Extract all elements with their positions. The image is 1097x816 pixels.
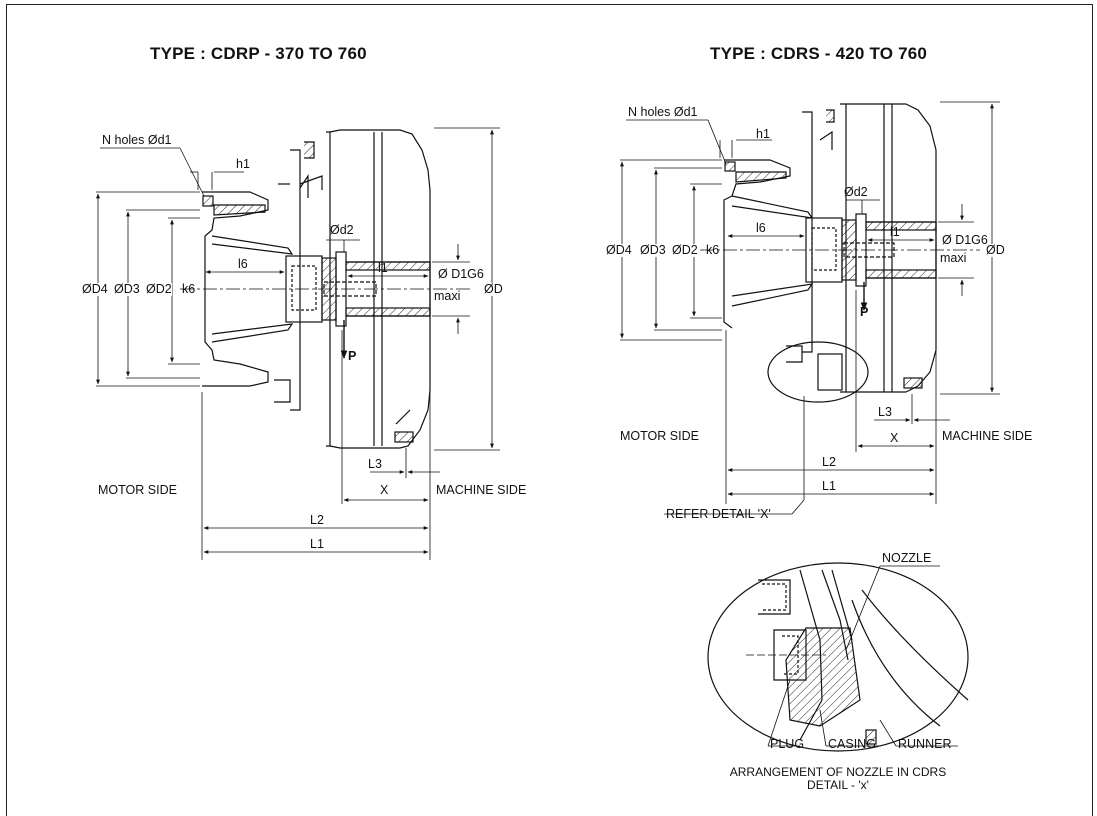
cdrs-l1-total-label: L1 bbox=[822, 479, 836, 493]
cdrs-l3-label: L3 bbox=[878, 405, 892, 419]
detail-nozzle-label: NOZZLE bbox=[882, 551, 932, 565]
detail-caption-line1: ARRANGEMENT OF NOZZLE IN CDRS bbox=[729, 765, 947, 779]
cdrs-motor-side-label: MOTOR SIDE bbox=[620, 429, 699, 443]
cdrp-l1-label: l1 bbox=[378, 261, 388, 275]
cdrp-motor-side-label: MOTOR SIDE bbox=[98, 483, 177, 497]
cdrs-p-label: P bbox=[860, 305, 869, 319]
cdrp-l1-total-label: L1 bbox=[310, 537, 324, 551]
cdrs-od3-label: ØD3 bbox=[640, 243, 666, 257]
cdrs-machine-side-label: MACHINE SIDE bbox=[942, 429, 1033, 443]
cdrp-l6-label: l6 bbox=[238, 257, 248, 271]
cdrp-x-label: X bbox=[380, 483, 389, 497]
cdrs-maxi-label: maxi bbox=[940, 251, 967, 265]
cdrp-l3-label: L3 bbox=[368, 457, 382, 471]
cdrs-drawing bbox=[620, 101, 1000, 515]
cdrp-machine-side-label: MACHINE SIDE bbox=[436, 483, 527, 497]
cdrp-k6-label: k6 bbox=[182, 282, 196, 296]
cdrp-p-label: P bbox=[348, 349, 357, 363]
cdrp-drawing bbox=[96, 127, 500, 560]
cdrp-od2-label: ØD2 bbox=[146, 282, 172, 296]
cdrp-h1-label: h1 bbox=[236, 157, 250, 171]
cdrs-l1-label: l1 bbox=[890, 225, 900, 239]
cdrs-l2-label: L2 bbox=[822, 455, 836, 469]
detail-plug-label: PLUG bbox=[770, 737, 805, 751]
cdrs-h1-label: h1 bbox=[756, 127, 770, 141]
cdrs-x-label: X bbox=[890, 431, 899, 445]
cdrp-l2-label: L2 bbox=[310, 513, 324, 527]
detail-caption-line2: DETAIL - 'x' bbox=[807, 778, 869, 792]
cdrs-k6-label: k6 bbox=[706, 243, 720, 257]
cdrs-d2-label: Ød2 bbox=[844, 185, 868, 199]
cdrs-title: TYPE : CDRS - 420 TO 760 bbox=[710, 44, 928, 63]
cdrp-n-holes-label: N holes Ød1 bbox=[102, 133, 172, 147]
detail-x-drawing bbox=[707, 562, 969, 752]
detail-casing-label: CASING bbox=[828, 737, 876, 751]
cdrs-od2-label: ØD2 bbox=[672, 243, 698, 257]
cdrs-od4-label: ØD4 bbox=[606, 243, 632, 257]
drawing-frame bbox=[6, 4, 1093, 816]
cdrp-d1-label: Ø D1G6 bbox=[438, 267, 484, 281]
cdrp-od3-label: ØD3 bbox=[114, 282, 140, 296]
cdrs-od-label: ØD bbox=[986, 243, 1005, 257]
cdrs-refer-detail-label: REFER DETAIL 'X' bbox=[666, 507, 771, 521]
cdrs-d1-label: Ø D1G6 bbox=[942, 233, 988, 247]
cdrp-od4-label: ØD4 bbox=[82, 282, 108, 296]
cdrs-n-holes-label: N holes Ød1 bbox=[628, 105, 698, 119]
cdrp-d2-label: Ød2 bbox=[330, 223, 354, 237]
detail-runner-label: RUNNER bbox=[898, 737, 952, 751]
cdrp-od-label: ØD bbox=[484, 282, 503, 296]
cdrp-maxi-label: maxi bbox=[434, 289, 461, 303]
cdrp-title: TYPE : CDRP - 370 TO 760 bbox=[150, 44, 367, 63]
cdrs-l6-label: l6 bbox=[756, 221, 766, 235]
